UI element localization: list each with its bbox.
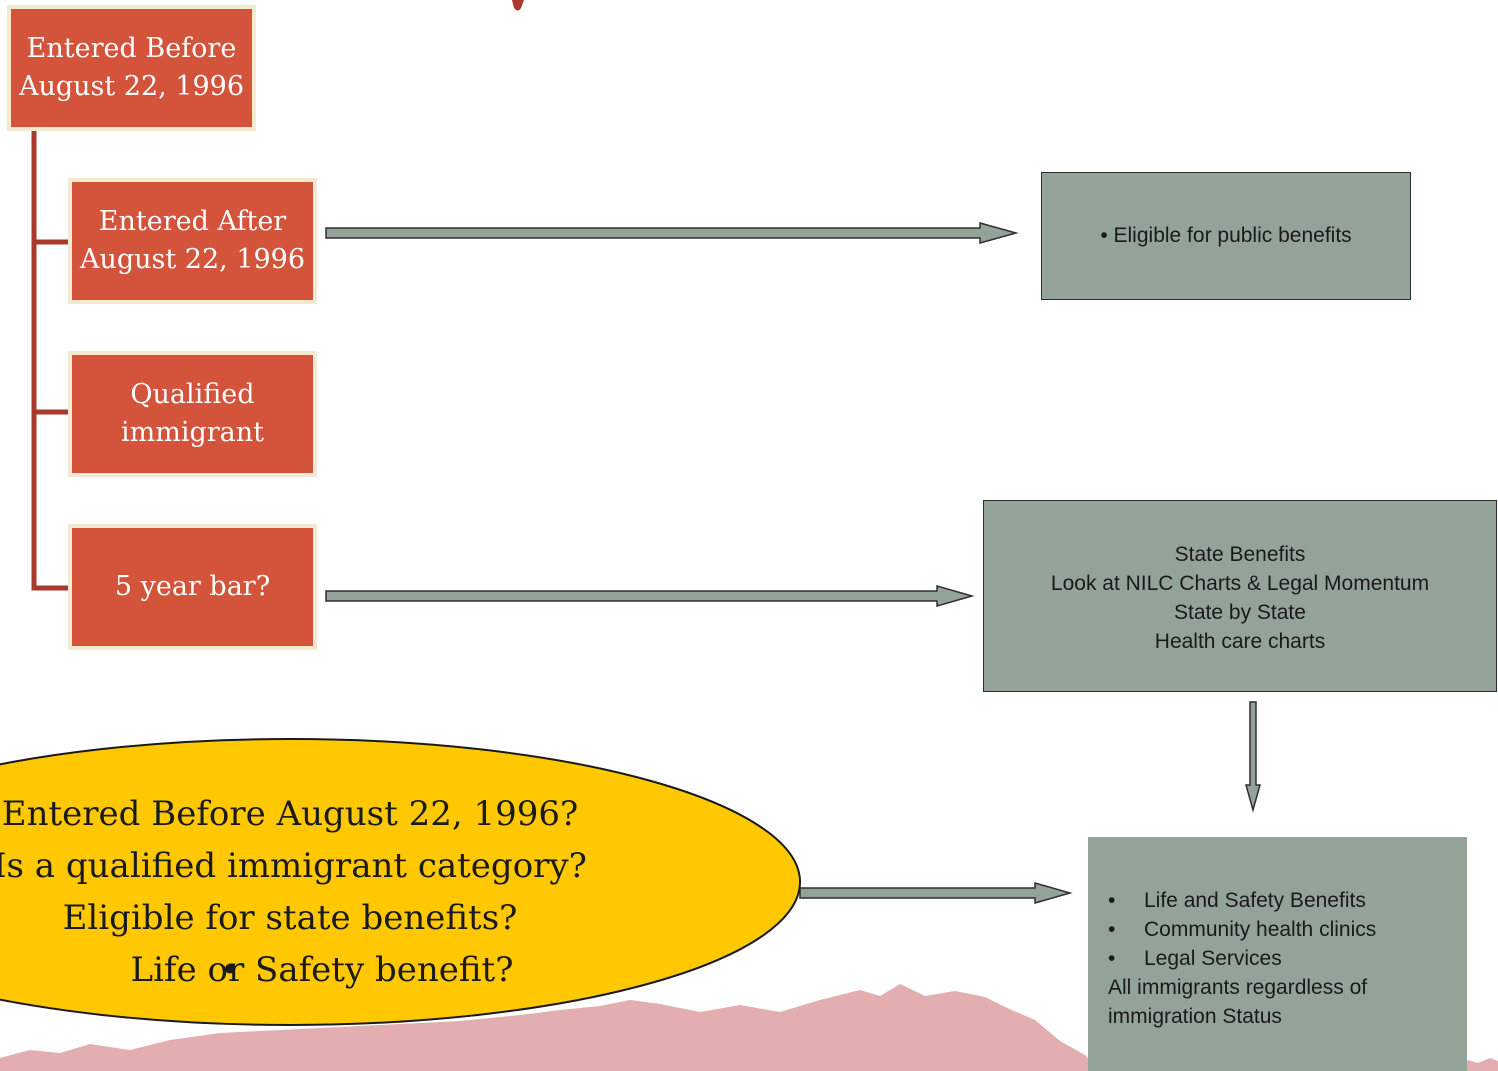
- entered-after-line1: Entered After: [98, 206, 287, 237]
- life-item-1: Life and Safety Benefits: [1108, 886, 1467, 915]
- life-item-3: Legal Services: [1108, 944, 1467, 973]
- arrow-to-eligible: [325, 222, 1019, 244]
- oval-bullet-mark: •: [220, 950, 241, 990]
- state-line-1: State Benefits: [1174, 543, 1306, 566]
- state-line-2: Look at NILC Charts & Legal Momentum: [1050, 572, 1430, 595]
- decorative-hills: [0, 984, 1100, 1071]
- entered-before-box: Entered Before August 22, 1996: [7, 5, 256, 131]
- state-line-3: State by State: [1174, 601, 1306, 624]
- arrow-oval-to-life: [799, 882, 1073, 904]
- qualified-line2: immigrant: [120, 417, 264, 448]
- arrow-to-state: [325, 585, 975, 607]
- arrow-state-to-life: [1245, 701, 1261, 813]
- qualified-immigrant-box: Qualified immigrant: [68, 351, 317, 477]
- state-line-4: Health care charts: [1154, 630, 1326, 653]
- entered-after-line2: August 22, 1996: [79, 244, 306, 275]
- oval-line-2: Is a qualified immigrant category?: [0, 846, 587, 886]
- oval-line-1: Entered Before August 22, 1996?: [1, 794, 579, 834]
- question-oval: [0, 738, 801, 1026]
- life-safety-box: Life and Safety Benefits Community healt…: [1088, 837, 1467, 1071]
- oval-bullet-line: • Life or Safety benefit?: [0, 944, 790, 996]
- eligible-public-benefits-box: • Eligible for public benefits: [1041, 172, 1411, 300]
- life-footer-1: All immigrants regardless of: [1108, 976, 1368, 999]
- entered-before-line1: Entered Before: [26, 33, 237, 64]
- eligible-text: • Eligible for public benefits: [1100, 224, 1352, 247]
- state-benefits-box: State Benefits Look at NILC Charts & Leg…: [983, 500, 1497, 692]
- entered-after-box: Entered After August 22, 1996: [68, 178, 317, 304]
- life-safety-list: Life and Safety Benefits Community healt…: [1108, 886, 1467, 973]
- five-year-line1: 5 year bar?: [114, 571, 271, 602]
- oval-text: Entered Before August 22, 1996? Is a qua…: [0, 788, 790, 996]
- life-footer-2: immigration Status: [1108, 1005, 1282, 1028]
- oval-bullet-text: Life or Safety benefit?: [130, 950, 514, 990]
- five-year-bar-box: 5 year bar?: [68, 524, 317, 650]
- title-fragment: [512, 0, 524, 11]
- qualified-line1: Qualified: [130, 379, 255, 410]
- tree-connector: [31, 130, 70, 591]
- entered-before-line2: August 22, 1996: [18, 71, 245, 102]
- oval-line-3: Eligible for state benefits?: [62, 898, 518, 938]
- life-item-2: Community health clinics: [1108, 915, 1467, 944]
